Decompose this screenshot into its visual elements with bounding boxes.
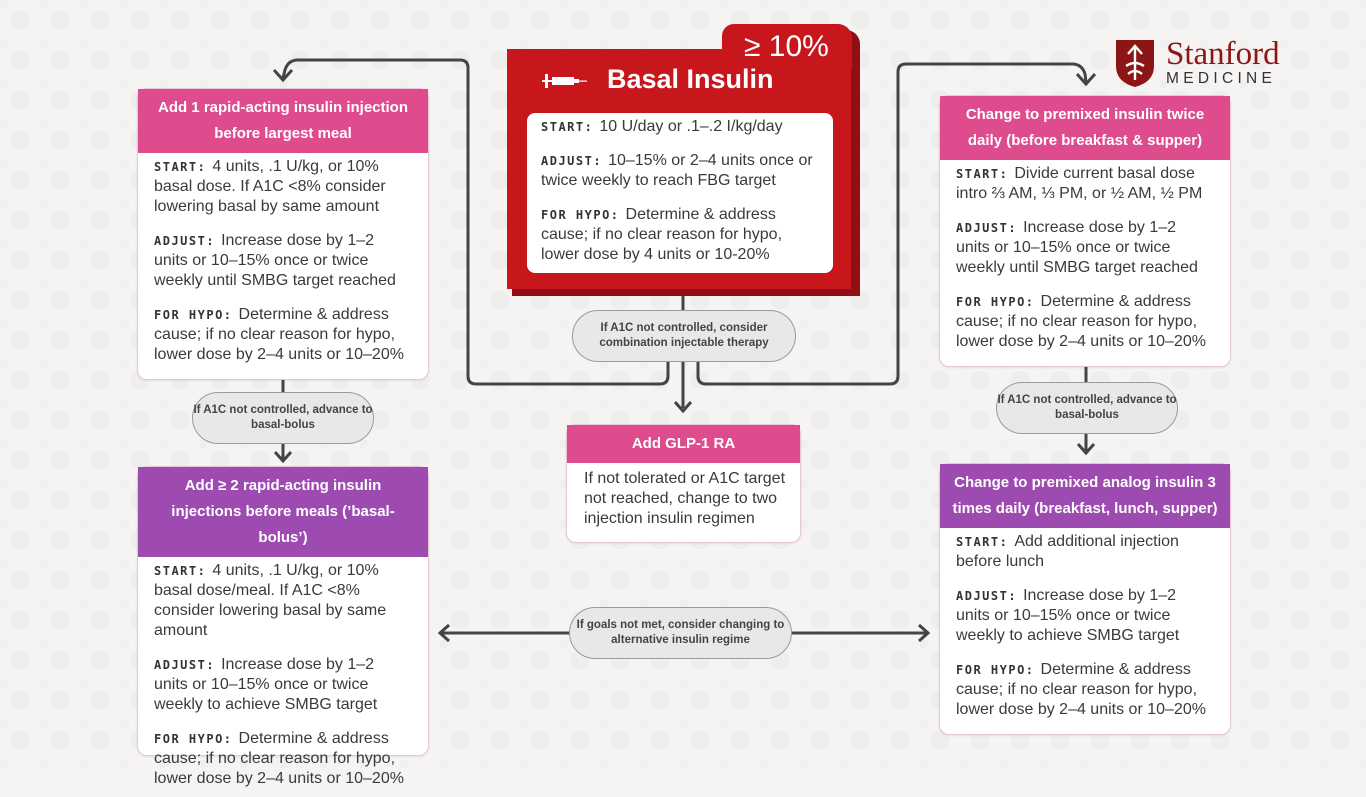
- card-body: START:Add additional injection before lu…: [940, 528, 1230, 728]
- adjust-label: ADJUST:: [541, 154, 603, 168]
- card-body: START:Divide current basal dose intro ⅔ …: [940, 160, 1230, 360]
- start-text: 4 units, .1 U/kg, or 10% basal dose. If …: [154, 158, 386, 215]
- card-header: Add GLP-1 RA: [567, 425, 800, 463]
- glp1-text: If not tolerated or A1C target not reach…: [584, 470, 786, 527]
- start-label: START:: [956, 535, 1009, 549]
- card-header: Change to premixed insulin twice daily (…: [940, 96, 1230, 160]
- hypo-label: FOR HYPO:: [956, 295, 1035, 309]
- syringe-icon: [542, 74, 587, 88]
- adjust-text: Increase dose by 1–2 units or 10–15% onc…: [956, 219, 1198, 276]
- arrowhead-left-bottom: [273, 451, 293, 464]
- card-body: START:4 units, .1 U/kg, or 10% basal dos…: [138, 153, 428, 373]
- pill-left-basal-bolus: If A1C not controlled, advance to basal-…: [192, 392, 374, 444]
- stanford-medicine-logo: Stanford MEDICINE: [1114, 36, 1304, 90]
- arrowhead-bottom-right: [918, 623, 931, 643]
- card-header: Change to premixed analog insulin 3 time…: [940, 464, 1230, 528]
- pill-combination-therapy: If A1C not controlled, consider combinat…: [572, 310, 796, 362]
- hypo-label: FOR HYPO:: [541, 208, 620, 222]
- card-premixed-twice: Change to premixed insulin twice daily (…: [939, 95, 1231, 367]
- start-label: START:: [956, 167, 1009, 181]
- adjust-label: ADJUST:: [154, 658, 216, 672]
- adjust-text: Increase dose by 1–2 units or 10–15% onc…: [154, 656, 378, 713]
- basal-insulin-title: Basal Insulin: [607, 64, 774, 94]
- start-label: START:: [154, 160, 207, 174]
- arrowhead-bottom-left: [437, 623, 450, 643]
- stanford-shield-icon: [1116, 40, 1154, 87]
- adjust-text: Increase dose by 1–2 units or 10–15% onc…: [956, 587, 1180, 644]
- card-body: START:4 units, .1 U/kg, or 10% basal dos…: [138, 557, 428, 797]
- logo-wordmark: Stanford: [1166, 36, 1280, 72]
- connector-to-left-top: [281, 58, 670, 386]
- basal-insulin-body: START: 10 U/day or .1–.2 I/kg/day ADJUST:…: [527, 113, 833, 273]
- hypo-label: FOR HYPO:: [154, 308, 233, 322]
- hypo-text: Determine & address cause; if no clear r…: [154, 306, 404, 363]
- start-label: START:: [541, 120, 594, 134]
- hypo-text: Determine & address cause; if no clear r…: [956, 293, 1206, 350]
- card-header: Add 1 rapid-acting insulin injection bef…: [138, 89, 428, 153]
- adjust-text: Increase dose by 1–2 units or 10–15% onc…: [154, 232, 396, 289]
- card-rapid-acting-one: Add 1 rapid-acting insulin injection bef…: [137, 88, 429, 380]
- hypo-label: FOR HYPO:: [154, 732, 233, 746]
- hypo-text: Determine & address cause; if no clear r…: [154, 730, 404, 787]
- pill-alternative-regime: If goals not met, consider changing to a…: [569, 607, 792, 659]
- connector-to-right-top: [696, 62, 1088, 386]
- card-basal-bolus: Add ≥ 2 rapid-acting insulin injections …: [137, 466, 429, 787]
- hypo-label: FOR HYPO:: [956, 663, 1035, 677]
- card-body: If not tolerated or A1C target not reach…: [567, 463, 800, 535]
- start-text: Divide current basal dose intro ⅔ AM, ⅓ …: [956, 165, 1203, 202]
- arrowhead-glp1: [673, 401, 693, 414]
- start-label: START:: [154, 564, 207, 578]
- card-premixed-three-times: Change to premixed analog insulin 3 time…: [939, 463, 1231, 735]
- card-glp1-ra: Add GLP-1 RA If not tolerated or A1C tar…: [566, 424, 801, 543]
- card-header: Add ≥ 2 rapid-acting insulin injections …: [138, 467, 428, 557]
- adjust-label: ADJUST:: [956, 589, 1018, 603]
- arrowhead-left-top: [272, 68, 294, 83]
- adjust-label: ADJUST:: [956, 221, 1018, 235]
- hypo-text: Determine & address cause; if no clear r…: [956, 661, 1206, 718]
- arrowhead-right-bottom: [1076, 443, 1096, 456]
- start-text: Add additional injection before lunch: [956, 533, 1179, 570]
- logo-subtitle: MEDICINE: [1166, 70, 1277, 87]
- start-text: 4 units, .1 U/kg, or 10% basal dose/meal…: [154, 562, 387, 639]
- hypo-text: Determine & address cause; if no clear r…: [541, 206, 783, 263]
- arrowhead-right-top: [1075, 72, 1097, 87]
- adjust-text: 10–15% or 2–4 units once or twice weekly…: [541, 152, 813, 189]
- start-text: 10 U/day or .1–.2 I/kg/day: [599, 118, 783, 135]
- a1c-threshold-tag: ≥ 10%: [744, 30, 829, 63]
- pill-right-basal-bolus: If A1C not controlled, advance to basal-…: [996, 382, 1178, 434]
- adjust-label: ADJUST:: [154, 234, 216, 248]
